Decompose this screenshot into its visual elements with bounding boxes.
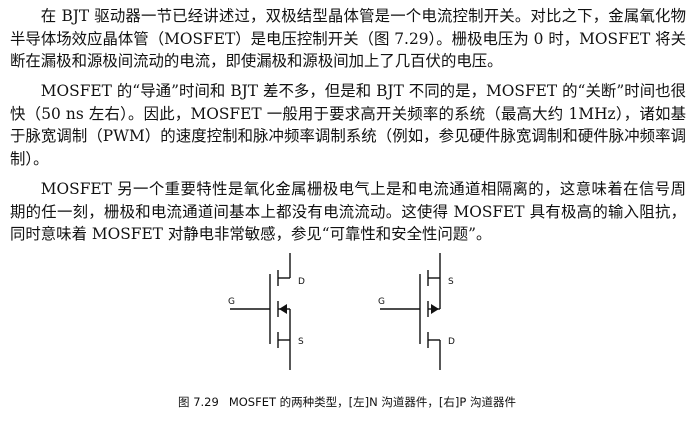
mosfet-diagram: G D S G S D: [228, 253, 455, 370]
left-gate-label: G: [228, 297, 235, 307]
figure-caption-text: MOSFET 的两种类型，[左]N 沟道器件，[右]P 沟道器件: [228, 395, 516, 409]
right-gate-label: G: [378, 297, 385, 307]
left-drain-label: D: [298, 277, 305, 287]
right-source-label: S: [448, 277, 454, 287]
n-channel-mosfet-symbol: [230, 253, 291, 370]
p-channel-arrow: [431, 304, 439, 314]
figure-number: 图 7.29: [178, 395, 219, 409]
left-source-label: S: [298, 337, 304, 347]
figure-7-29: G D S G S D: [200, 248, 500, 378]
paragraph-3: MOSFET 另一个重要特性是氧化金属栅极电气上是和电流通道相隔离的，这意味着在…: [10, 180, 686, 243]
figure-caption: 图 7.29 MOSFET 的两种类型，[左]N 沟道器件，[右]P 沟道器件: [0, 394, 694, 410]
n-channel-arrow: [279, 304, 287, 314]
paragraph-1: 在 BJT 驱动器一节已经讲述过，双极结型晶体管是一个电流控制开关。对比之下，金…: [10, 7, 686, 70]
right-drain-label: D: [448, 337, 455, 347]
paragraph-2: MOSFET 的“导通”时间和 BJT 差不多，但是和 BJT 不同的是，MOS…: [10, 82, 686, 168]
